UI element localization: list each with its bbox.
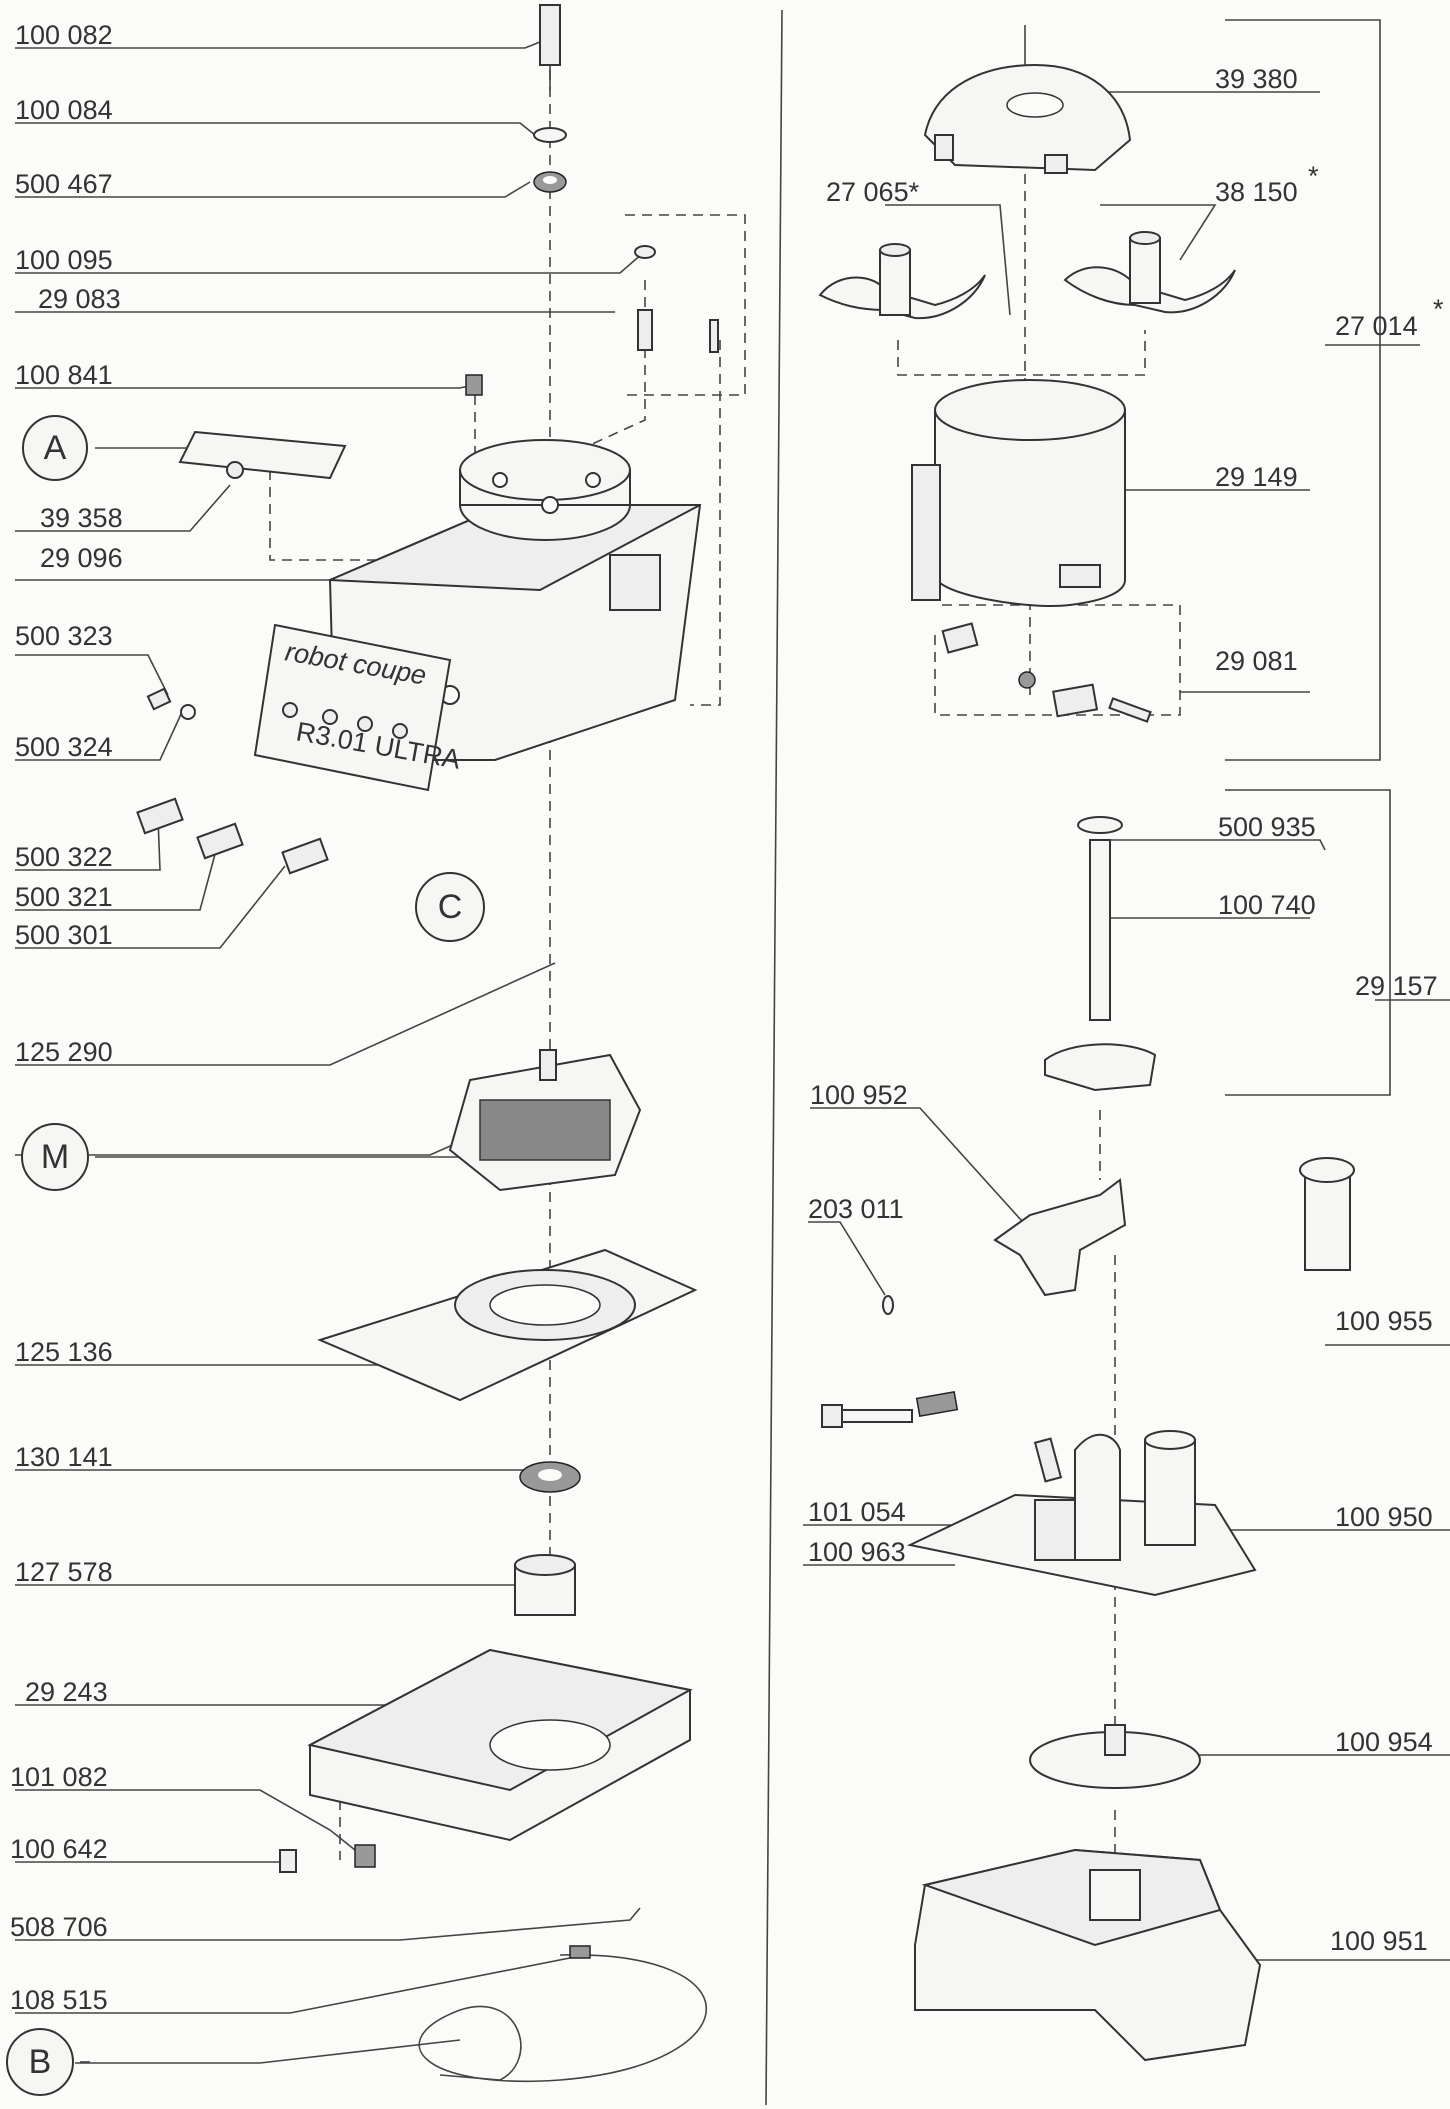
label-130141: 130 141 bbox=[15, 1442, 113, 1472]
label-508706: 508 706 bbox=[10, 1912, 108, 1942]
part-101082-foot bbox=[354, 1844, 376, 1868]
part-100082-shaft-top bbox=[539, 4, 561, 90]
part-29243-base-tray bbox=[307, 1648, 693, 1842]
label-100841: 100 841 bbox=[15, 360, 113, 390]
svg-text:C: C bbox=[438, 888, 463, 926]
part-29157-spindle bbox=[1044, 816, 1157, 1092]
label-100951: 100 951 bbox=[1330, 1926, 1428, 1956]
label-500323: 500 323 bbox=[15, 621, 113, 651]
label-203011: 203 011 bbox=[808, 1194, 904, 1224]
callout-C: C bbox=[415, 872, 485, 942]
label-27014: 27 014 bbox=[1335, 311, 1418, 341]
label-29157: 29 157 bbox=[1355, 971, 1438, 1001]
part-127578-foot bbox=[514, 1554, 576, 1616]
column-divider bbox=[765, 9, 783, 2106]
label-500322: 500 322 bbox=[15, 842, 113, 872]
label-29096: 29 096 bbox=[40, 543, 123, 573]
label-27065: 27 065* bbox=[826, 177, 920, 207]
part-38150-blade bbox=[1063, 231, 1236, 314]
label-100950: 100 950 bbox=[1335, 1502, 1433, 1532]
label-125136: 125 136 bbox=[15, 1337, 113, 1367]
part-100095-screw-head bbox=[634, 245, 656, 259]
label-500324: 500 324 bbox=[15, 732, 113, 762]
right-assembly-axes bbox=[897, 140, 1181, 1860]
part-motor-assembly bbox=[448, 1049, 642, 1192]
part-500323-lamp bbox=[146, 687, 172, 711]
part-27065-blade bbox=[818, 243, 986, 320]
part-29083-screw bbox=[637, 309, 653, 351]
label-100952: 100 952 bbox=[810, 1080, 908, 1110]
label-101082: 101 082 bbox=[10, 1762, 108, 1792]
part-100963-spring bbox=[915, 1390, 959, 1418]
label-100955: 100 955 bbox=[1335, 1306, 1433, 1336]
label-500321: 500 321 bbox=[15, 882, 113, 912]
part-100955-cylinder bbox=[1299, 1157, 1355, 1271]
part-100950-mount-plate bbox=[906, 1430, 1257, 1597]
label-100740: 100 740 bbox=[1218, 890, 1316, 920]
callout-M: M bbox=[21, 1123, 89, 1191]
part-500322-switch bbox=[136, 797, 184, 835]
part-29149-bowl bbox=[911, 379, 1126, 607]
part-39380-lid bbox=[923, 25, 1132, 174]
label-29149: 29 149 bbox=[1215, 462, 1298, 492]
label-38150: 38 150 bbox=[1215, 177, 1298, 207]
part-500301-switch bbox=[281, 837, 329, 875]
part-203011-pin bbox=[882, 1295, 894, 1315]
label-39380: 39 380 bbox=[1215, 64, 1298, 94]
label-127578: 127 578 bbox=[15, 1557, 113, 1587]
svg-text:A: A bbox=[44, 429, 67, 467]
label-500935: 500 935 bbox=[1218, 812, 1316, 842]
part-100952-lever bbox=[993, 1178, 1127, 1297]
label-100095: 100 095 bbox=[15, 245, 113, 275]
label-108515: 108 515 bbox=[10, 1985, 108, 2015]
part-500324-lamp-cap bbox=[180, 704, 196, 720]
part-29081-lock-set bbox=[941, 622, 1152, 723]
part-108515-power-cord bbox=[418, 1945, 707, 2083]
asterisk-27014: * bbox=[1433, 294, 1444, 324]
asterisk-38150: * bbox=[1308, 161, 1319, 191]
svg-text:M: M bbox=[41, 1138, 69, 1176]
part-100642-foot bbox=[279, 1849, 297, 1873]
part-100954-disc bbox=[1029, 1724, 1201, 1789]
part-500467-nut bbox=[533, 171, 567, 193]
part-100951-housing bbox=[914, 1848, 1262, 2062]
part-100084-washer bbox=[533, 127, 567, 143]
left-assembly-axes bbox=[269, 70, 746, 1860]
part-screw-right bbox=[709, 319, 719, 353]
part-100841-clip bbox=[465, 374, 483, 396]
label-101054: 101 054 bbox=[808, 1497, 906, 1527]
part-control-panel: robot coupe R3.01 ULTRA bbox=[253, 623, 463, 792]
label-100082: 100 082 bbox=[15, 20, 113, 50]
callout-A: A bbox=[22, 415, 88, 481]
label-29243: 29 243 bbox=[25, 1677, 108, 1707]
part-125136-base-plate bbox=[317, 1248, 698, 1402]
label-29081: 29 081 bbox=[1215, 646, 1298, 676]
label-500301: 500 301 bbox=[15, 920, 113, 950]
part-39358-plate bbox=[178, 430, 347, 480]
label-39358: 39 358 bbox=[40, 503, 123, 533]
label-500467: 500 467 bbox=[15, 169, 113, 199]
label-100084: 100 084 bbox=[15, 95, 113, 125]
label-100642: 100 642 bbox=[10, 1834, 108, 1864]
part-130141-coupling bbox=[519, 1461, 581, 1493]
svg-text:B: B bbox=[29, 2043, 52, 2081]
label-100963: 100 963 bbox=[808, 1537, 906, 1567]
label-125290: 125 290 bbox=[15, 1037, 113, 1067]
label-100954: 100 954 bbox=[1335, 1727, 1433, 1757]
label-29083: 29 083 bbox=[38, 284, 121, 314]
callout-B: B bbox=[6, 2028, 74, 2096]
left-leader-lines bbox=[15, 39, 644, 2064]
part-500321-switch bbox=[196, 822, 244, 860]
part-101054-bolt bbox=[821, 1404, 913, 1428]
